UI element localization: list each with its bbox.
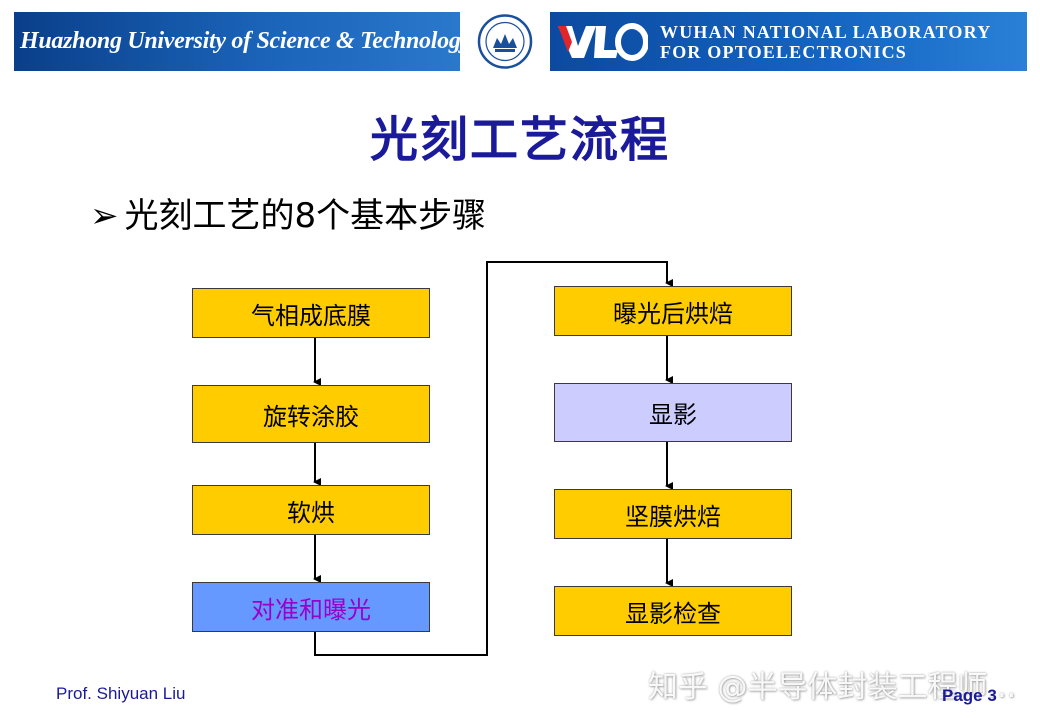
- step-spin-coat: 旋转涂胶: [192, 385, 430, 443]
- watermark: 知乎 @半导体封装工程师...: [648, 670, 1017, 705]
- university-banner: Huazhong University of Science & Technol…: [14, 12, 471, 71]
- page-number: Page 3: [942, 686, 997, 705]
- lab-name: WUHAN NATIONAL LABORATORY FOR OPTOELECTR…: [660, 22, 991, 62]
- step-develop: 显影: [554, 383, 792, 442]
- author: Prof. Shiyuan Liu: [56, 684, 186, 703]
- lab-banner: WUHAN NATIONAL LABORATORY FOR OPTOELECTR…: [550, 12, 1027, 71]
- page-title: 光刻工艺流程: [369, 112, 670, 168]
- step-post-exposure-bake: 曝光后烘焙: [554, 286, 792, 336]
- nlo-logo-icon: [558, 23, 648, 61]
- step-hard-bake: 坚膜烘焙: [554, 489, 792, 539]
- seal-icon: [477, 14, 533, 69]
- university-name: Huazhong University of Science & Technol…: [20, 28, 471, 54]
- subtitle-text: 光刻工艺的8个基本步骤: [124, 196, 487, 236]
- subtitle: ➢光刻工艺的8个基本步骤: [90, 188, 486, 237]
- column-connector: [314, 261, 673, 656]
- step-vapor-prime: 气相成底膜: [192, 288, 430, 338]
- lab-name-line1: WUHAN NATIONAL LABORATORY: [660, 22, 992, 42]
- step-develop-inspect: 显影检查: [554, 586, 792, 636]
- lab-name-line2: FOR OPTOELECTRONICS: [660, 42, 908, 62]
- university-seal: [463, 12, 547, 71]
- step-align-expose: 对准和曝光: [192, 582, 430, 632]
- arrow-bullet-icon: ➢: [90, 196, 119, 236]
- step-soft-bake: 软烘: [192, 485, 430, 535]
